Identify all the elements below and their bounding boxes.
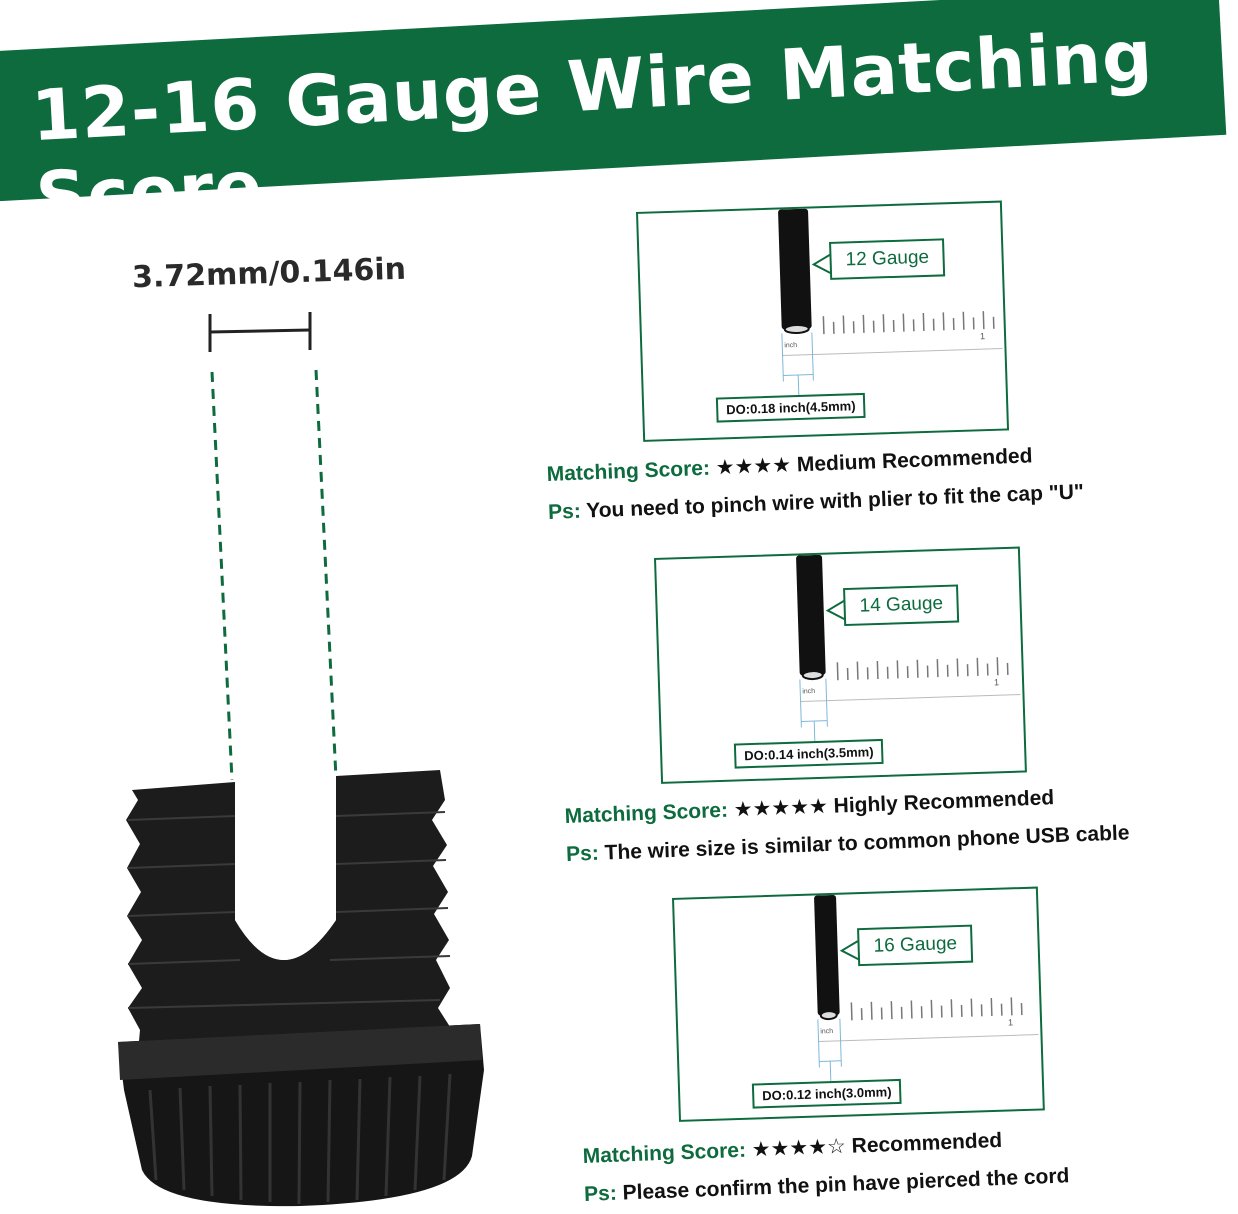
- gauge-label: 16 Gauge: [857, 925, 974, 967]
- star-rating: ★★★★: [710, 453, 798, 479]
- ruler-mark: 1: [980, 331, 985, 341]
- ps-label: Ps:: [548, 500, 582, 524]
- connector-illustration: [100, 300, 520, 1209]
- star-rating: ★★★★☆: [746, 1135, 853, 1162]
- title-banner: 12-16 Gauge Wire Matching Score: [0, 0, 1226, 202]
- score-label: Matching Score:: [546, 457, 710, 486]
- wire: [814, 895, 840, 1016]
- gauge-label: 12 Gauge: [829, 238, 946, 280]
- ruler-unit: inch: [784, 342, 797, 349]
- ruler: 1 inch: [781, 311, 1002, 356]
- ps-label: Ps:: [566, 842, 600, 866]
- wire-end: [803, 671, 823, 680]
- threaded-body: [126, 770, 452, 1052]
- ruler: 1 inch: [799, 657, 1020, 702]
- wire-end: [821, 1011, 837, 1019]
- dimension-bracket: [210, 312, 310, 352]
- wire: [796, 555, 826, 676]
- slot-guide-lines: [212, 370, 336, 780]
- star-rating: ★★★★★: [728, 795, 835, 822]
- score-label: Matching Score:: [582, 1139, 746, 1168]
- wire-end: [785, 325, 809, 334]
- recommendation: Recommended: [851, 1129, 1002, 1158]
- matching-score-description: Matching Score: ★★★★★ Highly Recommended…: [564, 776, 1130, 874]
- page-title: 12-16 Gauge Wire Matching Score: [28, 0, 1229, 239]
- diameter-label: DO:0.18 inch(4.5mm): [716, 393, 866, 423]
- ruler-unit: inch: [802, 688, 815, 695]
- ps-label: Ps:: [584, 1182, 618, 1206]
- diameter-label: DO:0.14 inch(3.5mm): [734, 739, 884, 769]
- slot-width-label: 3.72mm/0.146in: [132, 252, 407, 296]
- recommendation: Highly Recommended: [833, 786, 1054, 817]
- diameter-label: DO:0.12 inch(3.0mm): [752, 1079, 902, 1109]
- gauge-label: 14 Gauge: [843, 584, 960, 626]
- ruler-unit: inch: [820, 1028, 833, 1035]
- ruler-mark: 1: [1008, 1017, 1013, 1027]
- score-label: Matching Score:: [564, 799, 728, 828]
- recommendation: Medium Recommended: [796, 444, 1032, 476]
- ruler-mark: 1: [994, 677, 999, 687]
- wire: [778, 209, 812, 330]
- knurled-cap: [118, 1024, 484, 1206]
- ruler: 1 inch: [817, 997, 1038, 1042]
